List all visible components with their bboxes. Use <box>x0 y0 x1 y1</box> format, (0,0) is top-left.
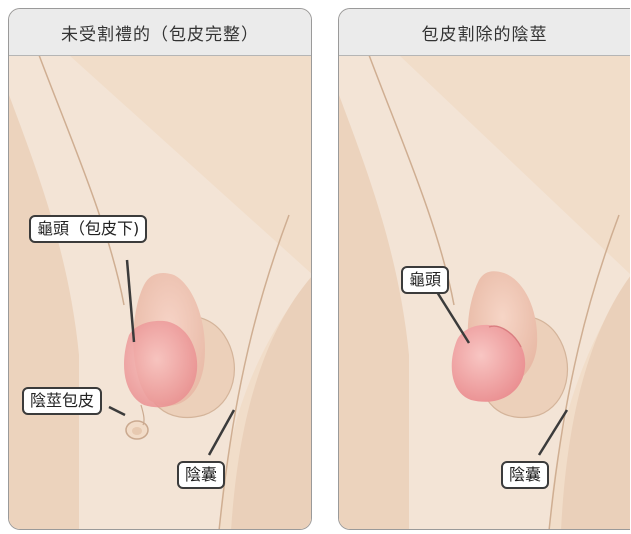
thigh-line <box>218 214 290 529</box>
thigh-line <box>548 214 620 529</box>
glans-pointer <box>435 291 471 344</box>
uncircumcised-illustration <box>9 55 311 529</box>
scrotum-pointer <box>537 409 569 456</box>
left-thigh <box>339 95 409 529</box>
glans <box>124 320 198 408</box>
foreskin-pointer <box>108 405 126 417</box>
torso-skin <box>399 55 630 529</box>
panel-title: 包皮割除的陰莖 <box>339 9 630 56</box>
panel-uncircumcised: 未受割禮的（包皮完整） <box>8 8 312 530</box>
label-scrotum: 陰囊 <box>501 461 550 489</box>
label-scrotum: 陰囊 <box>177 461 226 489</box>
panel-circumcised: 包皮割除的陰莖 龜頭 陰囊 <box>338 8 630 530</box>
circumcised-illustration <box>339 55 630 529</box>
label-foreskin: 陰莖包皮 <box>22 387 103 415</box>
panel-title: 未受割禮的（包皮完整） <box>9 9 311 56</box>
label-glans: 龜頭（包皮下) <box>29 215 148 243</box>
groin-line <box>38 55 125 306</box>
left-thigh <box>9 95 79 529</box>
label-glans: 龜頭 <box>401 266 450 294</box>
right-thigh <box>561 276 630 529</box>
corona-line <box>488 325 522 348</box>
glans <box>451 324 526 402</box>
foreskin-opening <box>132 427 142 435</box>
glans-pointer <box>125 259 136 343</box>
right-thigh <box>231 277 311 529</box>
scrotum-pointer <box>207 409 236 456</box>
